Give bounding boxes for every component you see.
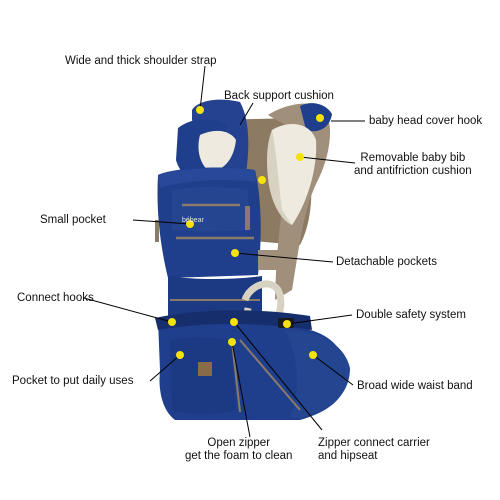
zipper-pull-1 — [155, 220, 159, 242]
bib-right-shadow — [267, 130, 292, 225]
leader-lines — [83, 65, 365, 438]
callout-markers — [168, 106, 324, 359]
marker-connect-hooks — [168, 318, 176, 326]
hipseat-right-pad — [285, 330, 350, 418]
marker-waist-band — [309, 351, 317, 359]
label-open-zipper: Open zipper get the foam to clean — [185, 437, 293, 462]
marker-connect-hooks-2 — [230, 318, 238, 326]
label-waist-band: Broad wide waist band — [357, 380, 473, 392]
label-head-cover-hook: baby head cover hook — [369, 115, 483, 127]
marker-detachable-pockets — [231, 249, 239, 257]
marker-double-safety — [283, 320, 291, 328]
label-shoulder-strap: Wide and thick shoulder strap — [65, 55, 217, 67]
marker-baby-bib — [296, 153, 304, 161]
marker-daily-pocket — [176, 351, 184, 359]
hipseat-zipper-2 — [239, 339, 301, 411]
carrier-body-top-band — [158, 167, 256, 188]
label-small-pocket: Small pocket — [40, 214, 106, 226]
zipper-pull-2 — [245, 206, 250, 230]
label-back-support: Back support cushion — [224, 90, 334, 102]
pocket-panel — [172, 187, 250, 232]
side-webbing — [258, 250, 282, 270]
label-double-safety: Double safety system — [356, 309, 466, 321]
label-detachable-pockets: Detachable pockets — [336, 256, 438, 268]
marker-head-cover-hook — [316, 114, 324, 122]
bib-left — [198, 130, 236, 172]
marker-shoulder-strap — [196, 106, 204, 114]
label-daily-pocket: Pocket to put daily uses — [12, 375, 134, 387]
leather-patch — [198, 362, 212, 376]
brand-logo: bébear — [182, 217, 204, 224]
head-cover-cushion — [300, 103, 332, 132]
hipseat-zipper — [231, 341, 241, 413]
label-zipper-connect: Zipper connect carrier and hipseat — [318, 437, 430, 462]
marker-open-zipper — [228, 338, 236, 346]
label-baby-bib: Removable baby bib and antifriction cush… — [354, 152, 472, 177]
label-connect-hooks: Connect hooks — [17, 292, 94, 304]
marker-back-support — [258, 176, 266, 184]
marker-small-pocket — [186, 220, 194, 228]
